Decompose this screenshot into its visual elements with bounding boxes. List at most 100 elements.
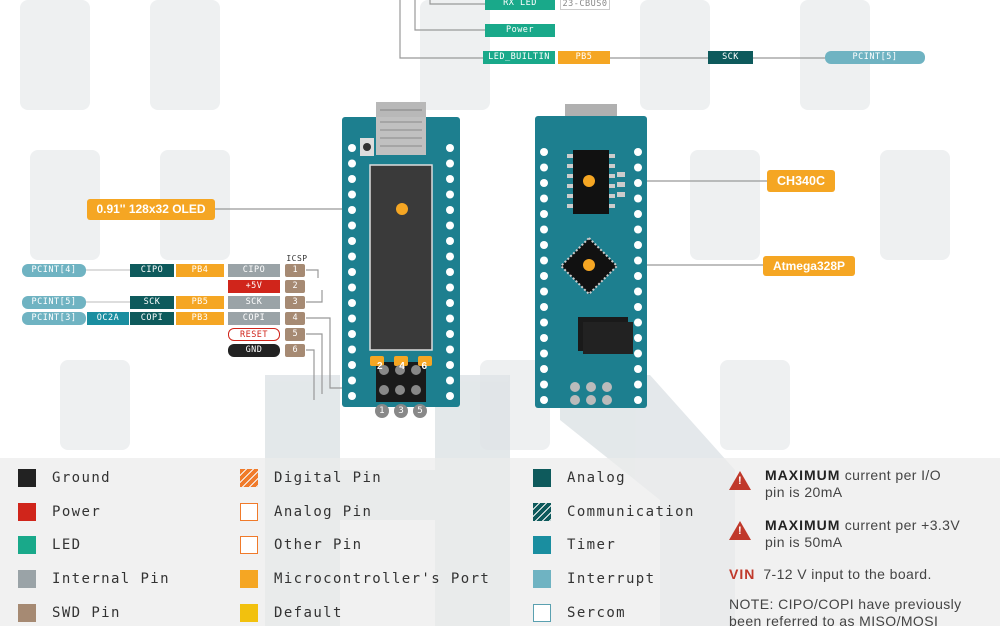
pin-hole (446, 237, 454, 245)
led-pcint-label: PCINT[5] (825, 51, 925, 64)
pin-hole (446, 376, 454, 385)
pin-hole (540, 380, 548, 389)
legend-label: SWD Pin (52, 605, 121, 621)
icsp-row-links (86, 269, 130, 303)
legend-swatch (240, 469, 258, 487)
pin-hole (634, 272, 642, 280)
legend-swatch (18, 570, 36, 588)
pin-hole (446, 252, 454, 261)
pin-hole (348, 190, 356, 199)
pin-hole (540, 334, 548, 342)
pin-hole (634, 148, 642, 156)
icsp1-num: 1 (285, 264, 305, 277)
pin-hole (446, 299, 454, 307)
legend-swatch (240, 536, 258, 554)
pin-hole (540, 210, 548, 218)
pin-hole (634, 225, 642, 234)
pin-hole (540, 241, 548, 249)
pin-hole (540, 396, 548, 404)
legend-label: Internal Pin (52, 571, 170, 587)
legend-label: Default (274, 605, 343, 621)
callout-dots (396, 175, 595, 271)
icsp2-name: +5V (228, 280, 280, 293)
pin-hole (348, 330, 356, 338)
icsp5-num: 5 (285, 328, 305, 341)
header-top-numbers: 2 4 6 (377, 361, 427, 372)
pin-hole (634, 179, 642, 187)
legend-swatch (533, 503, 551, 521)
icsp1-name: CIPO (228, 264, 280, 277)
pin-hole (540, 365, 548, 373)
led-sck-label: SCK (708, 51, 753, 64)
pin-hole (446, 345, 454, 354)
pin-hole (348, 144, 356, 152)
legend-swatch (18, 604, 36, 622)
oled-screen (369, 164, 433, 351)
legend-swatch (533, 469, 551, 487)
icsp4-pcint: PCINT[3] (22, 312, 86, 325)
legend-label: Analog Pin (274, 504, 373, 520)
icsp3-comm: SCK (130, 296, 174, 309)
pin-hole (634, 380, 642, 389)
legend-swatch (18, 536, 36, 554)
legend-swatch (18, 503, 36, 521)
oled-callout: 0.91'' 128x32 OLED (87, 199, 215, 220)
pin-hole (540, 287, 548, 296)
legend-label: Sercom (567, 605, 626, 621)
led-port-label: PB5 (558, 51, 610, 64)
pin-hole (348, 175, 356, 183)
pin-hole (348, 314, 356, 323)
pin-hole (348, 159, 356, 168)
legend-label: Communication (567, 504, 695, 520)
pin-hole (446, 159, 454, 168)
legend-swatch (18, 469, 36, 487)
pin-hole (446, 190, 454, 199)
legend-swatch (240, 604, 258, 622)
icsp4-port: PB3 (176, 312, 224, 325)
header-pin-3: 3 (394, 404, 408, 418)
pin-hole (540, 272, 548, 280)
legend-swatch (240, 503, 258, 521)
header-pin-6: 6 (421, 361, 427, 372)
top-label-links (610, 57, 825, 59)
pin-hole (348, 268, 356, 276)
warning-icon: ! (729, 471, 751, 490)
pin-hole (348, 345, 356, 354)
icsp3-name: SCK (228, 296, 280, 309)
pin-hole (634, 349, 642, 358)
legend-swatch (533, 536, 551, 554)
header-bottom-numbers: 1 3 5 (375, 404, 427, 418)
pin-hole (446, 221, 454, 230)
icsp1-port: PB4 (176, 264, 224, 277)
legend-label: Microcontroller's Port (274, 571, 491, 587)
pin-hole (540, 179, 548, 187)
rx-code-label: 23-CBUS0 (560, 0, 610, 10)
icsp1-comm: CIPO (130, 264, 174, 277)
icsp3-port: PB5 (176, 296, 224, 309)
legend-swatch (533, 604, 551, 622)
pin-hole (540, 163, 548, 172)
icsp4-comm: COPI (130, 312, 174, 325)
pin-hole (348, 237, 356, 245)
pin-hole (348, 252, 356, 261)
pin-hole (446, 314, 454, 323)
pin-hole (446, 361, 454, 369)
legend-label: LED (52, 537, 82, 553)
board-front (342, 102, 460, 407)
pin-hole (348, 283, 356, 292)
header-pin-1: 1 (375, 404, 389, 418)
header-pin-2: 2 (377, 361, 383, 372)
pin-hole (634, 194, 642, 203)
icsp-title: ICSP (286, 254, 308, 263)
pin-hole (446, 206, 454, 214)
pin-hole (348, 206, 356, 214)
icsp6-name: GND (228, 344, 280, 357)
pin-hole (634, 303, 642, 311)
pin-hole (348, 376, 356, 385)
pin-hole (540, 318, 548, 327)
